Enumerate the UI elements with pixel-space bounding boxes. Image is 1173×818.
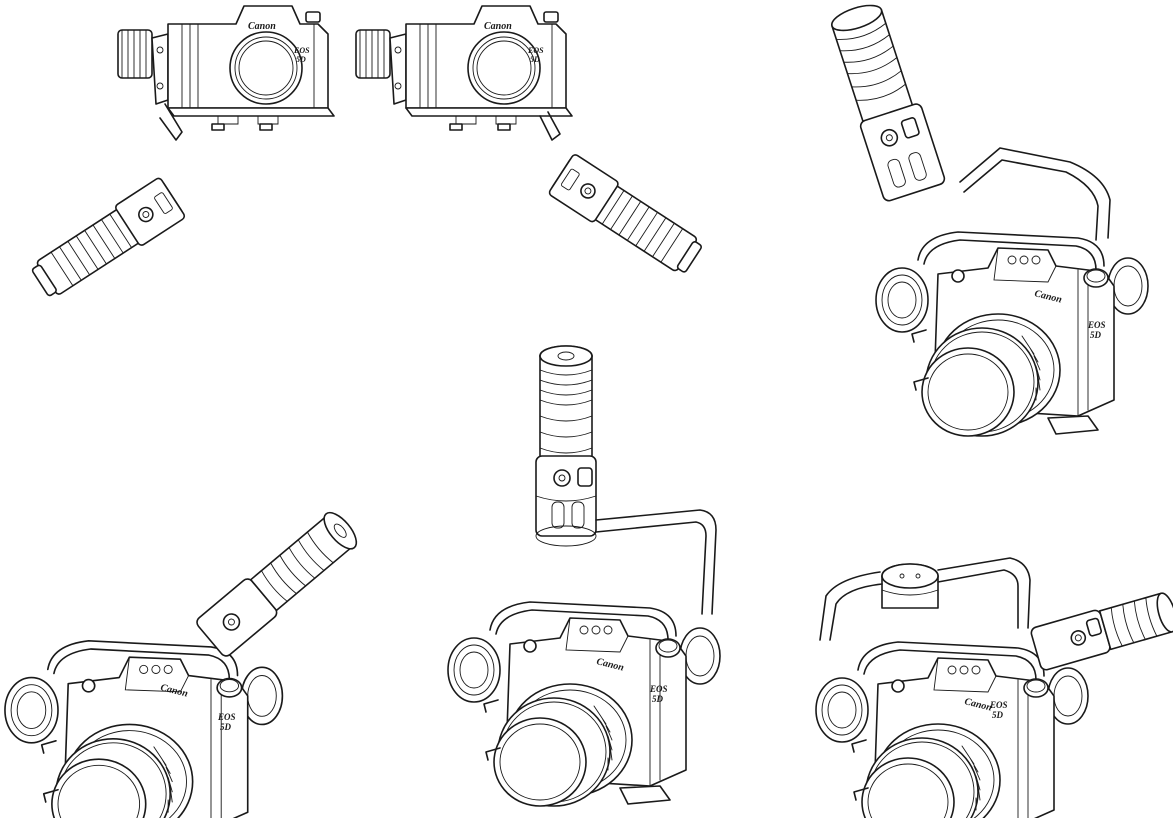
gimbal-view-diagonal-handle: Canon EOS 5D (4, 511, 358, 818)
gimbal-view-front-right: Canon EOS 5D (355, 5, 708, 281)
camera-model-label: EOS (649, 684, 668, 694)
camera-model-label: EOS (293, 46, 310, 55)
camera-model-label: EOS (527, 46, 544, 55)
camera-model-label: 5D (220, 722, 232, 732)
camera-model-label: 5D (992, 710, 1004, 720)
gimbal-view-horizontal-handle: Canon EOS 5D (815, 557, 1173, 818)
camera-model-label: 5D (530, 55, 540, 64)
camera-brand-label: Canon (484, 21, 512, 32)
camera-model-label: EOS (217, 712, 236, 722)
camera-model-label: EOS (989, 700, 1008, 710)
camera-brand-label: Canon (248, 21, 276, 32)
gimbal-view-upright-handle: Canon EOS 5D (447, 345, 721, 807)
camera-model-label: EOS (1087, 320, 1106, 330)
camera-model-label: 5D (1090, 330, 1102, 340)
gimbal-view-front-left: Canon EOS 5D (26, 5, 335, 305)
gimbal-view-raised-handle: Canon EOS 5D (831, 4, 1149, 437)
camera-model-label: 5D (296, 55, 306, 64)
camera-model-label: 5D (652, 694, 664, 704)
